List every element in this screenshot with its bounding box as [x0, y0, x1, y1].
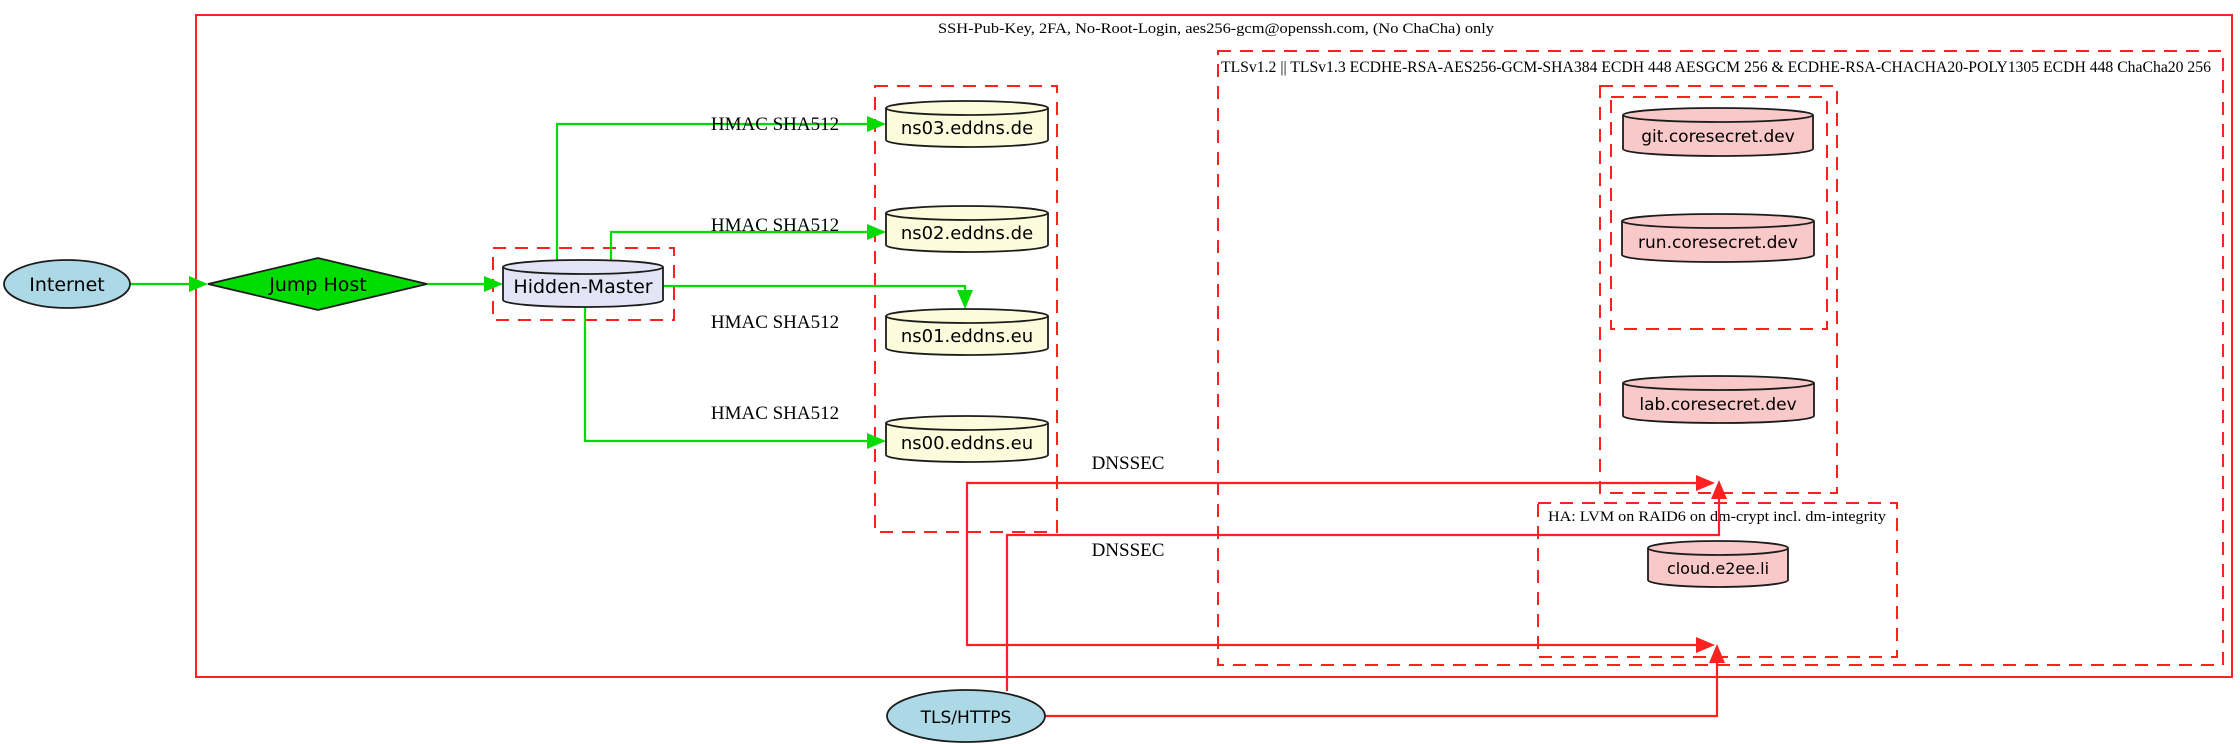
node-ns00	[885, 415, 1049, 463]
arrowhead-coresecret-up	[1711, 480, 1727, 499]
node-ns02-rim	[885, 212, 1049, 221]
node-cloud-rim	[1647, 547, 1789, 556]
arrowhead-hiddenmaster	[484, 276, 503, 292]
edge-hiddenmaster-ns03	[555, 122, 870, 260]
arrowhead-ha-right	[1696, 637, 1715, 653]
node-internet	[3, 259, 131, 309]
node-git-label: git.coresecret.dev	[1641, 127, 1795, 147]
red-arrowheads	[1696, 475, 1727, 663]
edge-label-hmac-ns00: HMAC SHA512	[711, 403, 839, 424]
arrowhead-ns03	[867, 116, 886, 132]
node-lab-rim	[1622, 382, 1815, 391]
node-hidden-master-rim	[502, 266, 664, 275]
coresecret-inner-cluster-border	[1610, 96, 1828, 330]
tls-cluster-label: TLSv1.2 || TLSv1.3 ECDHE-RSA-AES256-GCM-…	[1221, 59, 2211, 76]
node-ns02-label: ns02.eddns.de	[901, 223, 1033, 244]
node-hidden-master	[502, 259, 664, 308]
ssh-cluster-label: SSH-Pub-Key, 2FA, No-Root-Login, aes256-…	[938, 21, 1495, 37]
edge-hiddenmaster-ns00	[583, 307, 870, 443]
ha-cluster-label: HA: LVM on RAID6 on dm-crypt incl. dm-in…	[1548, 509, 1887, 525]
node-tls-https-label: TLS/HTTPS	[920, 708, 1012, 728]
cluster-borders	[195, 14, 2233, 678]
tls-cluster-border	[1217, 50, 2224, 666]
edge-label-dnssec-1: DNSSEC	[1092, 453, 1165, 474]
edge-label-dnssec-2: DNSSEC	[1092, 540, 1165, 561]
node-lab-label: lab.coresecret.dev	[1639, 395, 1796, 415]
edge-label-hmac-ns02: HMAC SHA512	[711, 215, 839, 236]
node-ns01-rim	[885, 315, 1049, 324]
node-ns03-label: ns03.eddns.de	[901, 118, 1033, 139]
arrowhead-ns02	[867, 224, 886, 240]
edge-label-hmac-ns01: HMAC SHA512	[711, 312, 839, 333]
node-jump-host	[207, 257, 428, 311]
ssh-cluster-border	[195, 14, 2233, 678]
arrowhead-ns01	[957, 290, 973, 309]
node-ns02	[885, 205, 1049, 253]
node-run-label: run.coresecret.dev	[1638, 233, 1798, 253]
arrowhead-ha-up	[1709, 644, 1725, 663]
arrowhead-coresecret-right	[1696, 475, 1715, 491]
edge-hiddenmaster-ns02	[609, 230, 870, 260]
edge-hiddenmaster-ns01	[663, 284, 967, 294]
edge-tlshttps-ha	[1044, 660, 1719, 718]
green-arrowheads	[189, 116, 973, 449]
node-tls-https	[886, 689, 1046, 743]
node-ns01	[885, 308, 1049, 356]
node-ns00-rim	[885, 422, 1049, 431]
node-run	[1621, 213, 1815, 263]
edge-tlshttps-coresecret	[1005, 496, 1721, 691]
node-run-rim	[1621, 220, 1815, 229]
node-cloud-label: cloud.e2ee.li	[1667, 559, 1769, 578]
green-edges	[130, 116, 973, 449]
node-ns03-rim	[885, 107, 1049, 116]
node-hidden-master-label: Hidden-Master	[513, 276, 652, 298]
coresecret-cluster-border	[1599, 85, 1838, 494]
edge-eddns-ha-dnssec	[965, 532, 1700, 647]
arrowhead-ns00	[867, 433, 886, 449]
node-jump-host-label: Jump Host	[268, 274, 367, 296]
edge-label-hmac-ns03: HMAC SHA512	[711, 114, 839, 135]
red-edges	[965, 475, 1727, 718]
node-lab	[1622, 375, 1815, 424]
node-ns01-label: ns01.eddns.eu	[901, 326, 1033, 347]
node-ns00-label: ns00.eddns.eu	[901, 433, 1033, 454]
eddns-cluster-border	[874, 85, 1058, 533]
node-internet-label: Internet	[29, 274, 104, 296]
node-cloud	[1647, 540, 1789, 588]
node-git	[1622, 107, 1814, 157]
node-ns03	[885, 100, 1049, 148]
arrowhead-jumphost	[189, 276, 208, 292]
node-git-rim	[1622, 114, 1814, 123]
edge-eddns-coresecret-dnssec	[965, 481, 1700, 532]
